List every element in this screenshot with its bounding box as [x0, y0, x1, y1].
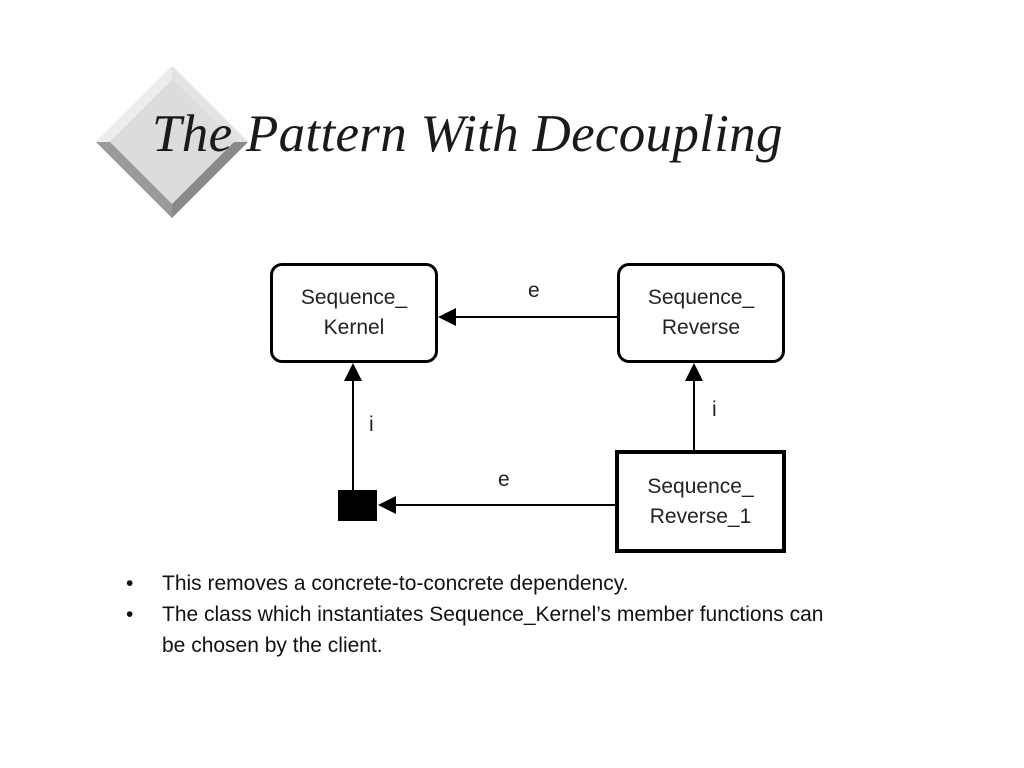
node-kernel-line2: Kernel — [323, 316, 385, 339]
bullet-item: • The class which instantiates Sequence_… — [126, 599, 846, 661]
node-sequence-reverse: Sequence_ Reverse — [617, 263, 785, 363]
node-reverse1-line2: Reverse_1 — [649, 504, 752, 528]
edge-label-reverse1-to-reverse: i — [712, 398, 717, 421]
edge-label-reverse1-to-square: e — [498, 468, 510, 491]
bullet-text: This removes a concrete-to-concrete depe… — [162, 572, 629, 595]
node-sequence-kernel: Sequence_ Kernel — [270, 263, 438, 363]
arrowhead-kernel-bottom — [344, 363, 362, 381]
node-reverse1-line1: Sequence_ — [647, 474, 754, 498]
diamond-logo-icon — [96, 66, 248, 218]
arrowhead-reverse-bottom — [685, 363, 703, 381]
node-reverse-line2: Reverse — [661, 316, 741, 339]
slide-title: The Pattern With Decoupling — [152, 105, 783, 163]
arrowhead-square-right — [378, 496, 396, 514]
arrowhead-kernel-right — [438, 308, 456, 326]
bullet-item: • This removes a concrete-to-concrete de… — [126, 568, 846, 599]
node-sequence-reverse-1: Sequence_ Reverse_1 — [615, 450, 786, 553]
bullet-text: The class which instantiates Sequence_Ke… — [162, 603, 824, 657]
anonymous-component-square — [338, 490, 377, 521]
edge-label-square-to-kernel: i — [369, 413, 374, 436]
bullet-marker: • — [126, 572, 134, 595]
node-kernel-line1: Sequence_ — [300, 286, 408, 309]
edge-label-reverse-to-kernel: e — [528, 279, 540, 302]
bullet-list: • This removes a concrete-to-concrete de… — [126, 568, 846, 661]
node-reverse-line1: Sequence_ — [647, 286, 755, 309]
bullet-marker: • — [126, 603, 134, 626]
